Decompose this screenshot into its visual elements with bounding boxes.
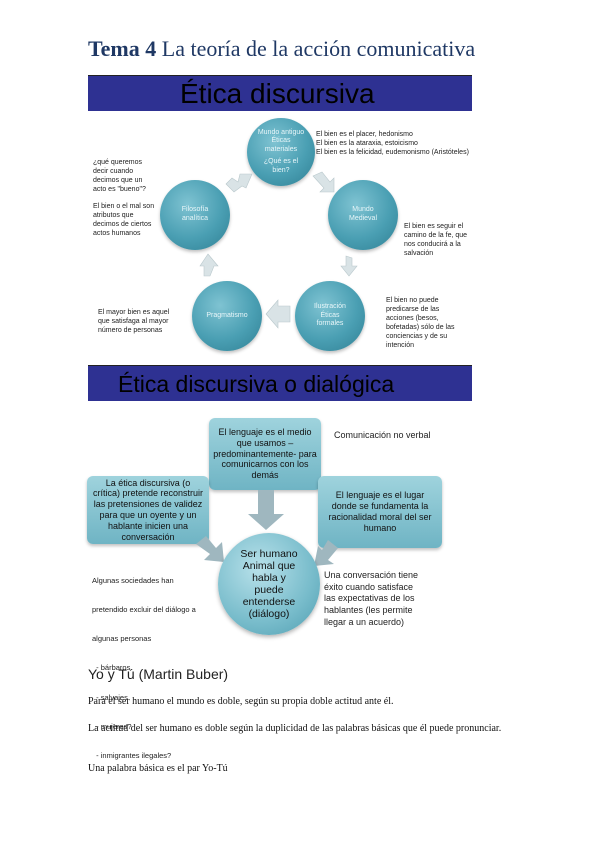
page-title: Tema 4 La teoría de la acción comunicati… bbox=[88, 36, 475, 62]
note-analitica: El bien o el mal son atributos que decim… bbox=[93, 203, 155, 238]
arrow-antiguo-medieval bbox=[312, 171, 335, 193]
note-antiguo: El bien es el placer, hedonismo El bien … bbox=[316, 131, 469, 157]
section-heading: Yo y Tú (Martin Buber) bbox=[88, 666, 229, 682]
circle-pragmatismo: Pragmatismo bbox=[192, 281, 262, 351]
circle-filosofia-analitica: Filosofía analítica bbox=[160, 180, 230, 250]
arrow-left-diag bbox=[196, 536, 224, 562]
paragraph-2: La actitud del ser humano es doble según… bbox=[88, 723, 502, 734]
banner-etica-discursiva: Ética discursiva bbox=[88, 75, 472, 111]
arrow-medieval-ilustracion bbox=[340, 255, 358, 277]
note-analitica-question: ¿qué queremos decir cuando decimos que u… bbox=[93, 159, 146, 194]
arrow-ilustracion-pragmatismo bbox=[265, 299, 291, 329]
note-pragmatismo: El mayor bien es aquel que satisfaga al … bbox=[98, 309, 170, 335]
tema-number: Tema 4 bbox=[88, 36, 157, 61]
cycle-arrows bbox=[199, 171, 358, 329]
arrow-right-diag bbox=[314, 540, 338, 566]
tema-title: La teoría de la acción comunicativa bbox=[161, 36, 476, 61]
circle-mundo-medieval: Mundo Medieval bbox=[328, 180, 398, 250]
note-medieval: El bien es seguir el camino de la fe, qu… bbox=[404, 223, 468, 258]
note-exclusion: Algunas sociedades han pretendido exclui… bbox=[92, 575, 196, 761]
paragraph-1: Para el ser humano el mundo es doble, se… bbox=[88, 696, 394, 707]
box-lenguaje-medio: El lenguaje es el medio que usamos –pred… bbox=[209, 418, 321, 490]
paragraph-3: Una palabra básica es el par Yo-Tú bbox=[88, 763, 228, 774]
arrow-pragmatismo-analitica bbox=[199, 253, 219, 277]
circle-mundo-antiguo: Mundo antiguo Éticas materiales ¿Qué es … bbox=[247, 118, 315, 186]
note-conversacion: Una conversación tiene éxito cuando sati… bbox=[324, 570, 419, 627]
arrow-top-down bbox=[248, 490, 284, 530]
arrow-analitica-antiguo bbox=[225, 173, 253, 193]
note-no-verbal: Comunicación no verbal bbox=[334, 430, 431, 440]
note-ilustracion: El bien no puede predicarse de las accio… bbox=[386, 297, 455, 350]
box-etica-discursiva: La ética discursiva (o crítica) pretende… bbox=[87, 476, 209, 544]
circle-ilustracion: Ilustración Éticas formales bbox=[295, 281, 365, 351]
box-lenguaje-lugar: El lenguaje es el lugar donde se fundame… bbox=[318, 476, 442, 548]
circle-ser-humano: Ser humano Animal que habla y puede ente… bbox=[218, 533, 320, 635]
banner-etica-dialogica: Ética discursiva o dialógica bbox=[88, 365, 472, 401]
